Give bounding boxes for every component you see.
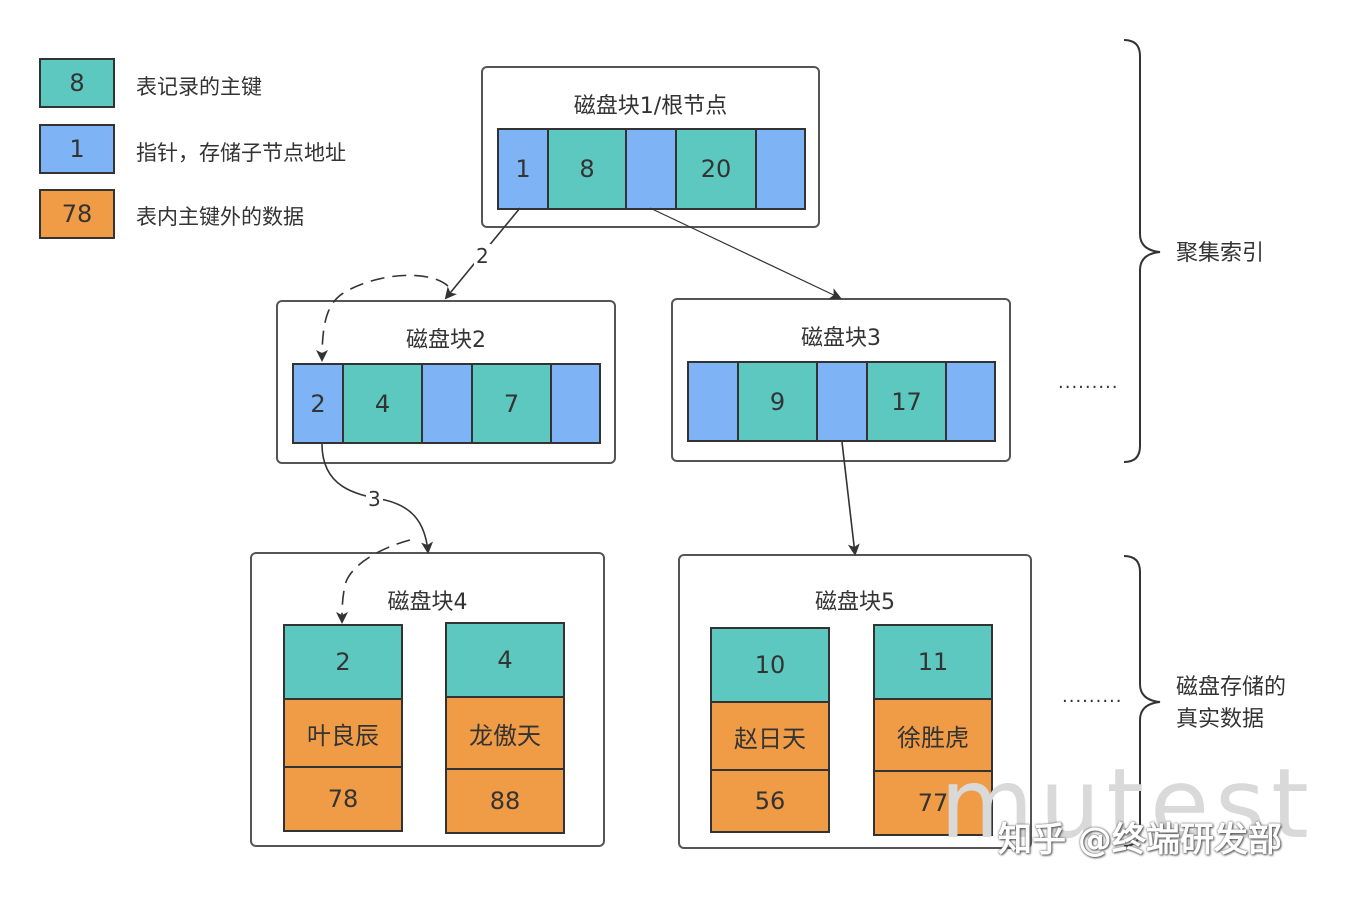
brace-lower — [1123, 555, 1161, 847]
arrow-block3-to-block5 — [841, 441, 860, 556]
record-value-cell: 78 — [283, 766, 403, 832]
disk-block-4-title: 磁盘块4 — [387, 590, 468, 615]
disk-block-1-title: 磁盘块1/根节点 — [573, 94, 728, 119]
block2-key-cell: 4 — [342, 363, 423, 444]
ellipsis-lower: ········· — [1062, 691, 1123, 712]
record-value-cell: 77 — [873, 770, 993, 836]
legend-data-label: 表内主键外的数据 — [136, 205, 304, 229]
dashed-lookup-arrow-block4 — [336, 539, 411, 624]
block3-pointer-cell — [945, 361, 996, 442]
root-pointer-cell — [625, 128, 677, 210]
block3-pointer-cell — [816, 361, 868, 442]
ellipsis-upper: ········· — [1058, 377, 1119, 398]
arrow-block2-to-block4 — [321, 443, 434, 554]
legend-data-swatch: 78 — [39, 189, 115, 239]
block3-key-cell: 9 — [737, 361, 818, 442]
legend-key-label: 表记录的主键 — [136, 75, 262, 99]
legend-pointer-label: 指针，存储子节点地址 — [136, 141, 346, 165]
root-key-cell: 8 — [547, 128, 627, 210]
watermark-zhihu: 知乎 @终端研发部 — [998, 820, 1282, 860]
disk-block-3-title: 磁盘块3 — [801, 326, 881, 351]
legend-pointer-swatch: 1 — [39, 124, 115, 174]
arrow-root-to-block3 — [649, 207, 842, 300]
disk-block-5-title: 磁盘块5 — [815, 590, 895, 615]
watermark-background-text: mutest — [940, 748, 1315, 860]
dashed-lookup-arrow-block2 — [316, 274, 449, 362]
real-data-label-line2: 真实数据 — [1176, 707, 1265, 732]
record-name-cell: 赵日天 — [710, 701, 830, 771]
edge-label-step2: 2 — [474, 244, 491, 268]
edge-label-step3: 3 — [366, 487, 383, 511]
disk-block-2-title: 磁盘块2 — [406, 328, 486, 353]
legend-key-swatch: 8 — [39, 58, 115, 108]
brace-upper — [1123, 39, 1161, 463]
record-key-cell: 10 — [710, 627, 830, 703]
record-value-cell: 56 — [710, 769, 830, 833]
root-key-cell: 20 — [675, 128, 757, 210]
clustered-index-label: 聚集索引 — [1176, 241, 1265, 266]
root-pointer-cell — [755, 128, 806, 210]
record-value-cell: 88 — [445, 768, 565, 834]
block2-pointer-cell — [550, 363, 601, 444]
real-data-label-line1: 磁盘存储的 — [1176, 675, 1287, 700]
